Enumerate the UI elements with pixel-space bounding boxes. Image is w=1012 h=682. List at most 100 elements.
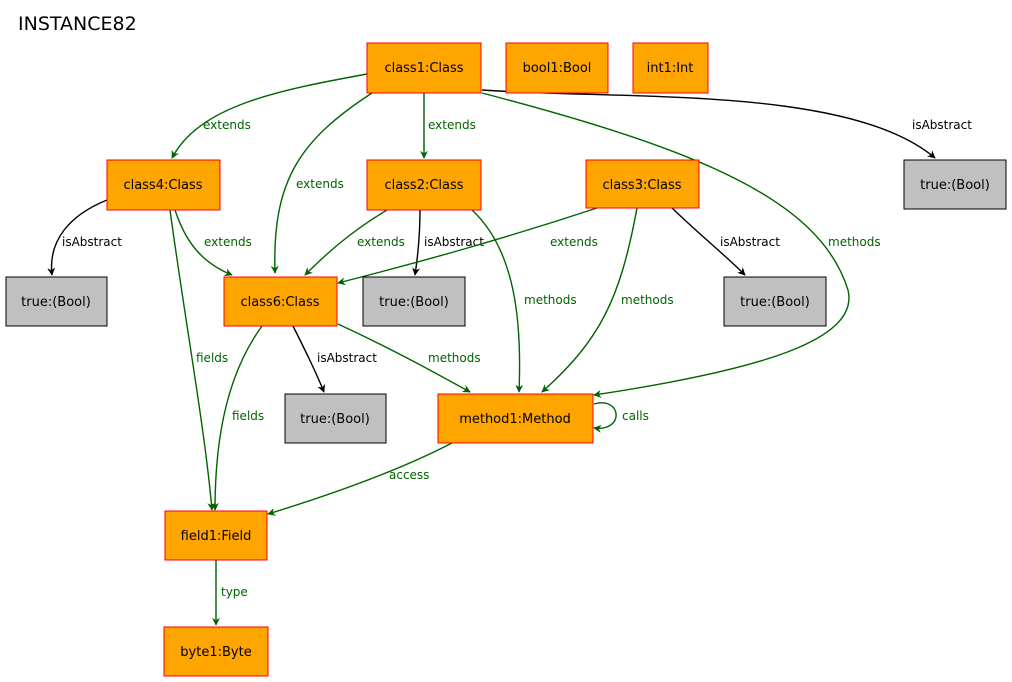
node-box [5, 276, 108, 327]
node-label: field1:Field [181, 529, 252, 544]
node-label: method1:Method [459, 412, 571, 427]
node-label: true:(Bool) [379, 295, 449, 310]
edge-class1-class6[interactable]: extends [270, 92, 373, 274]
edge-line [541, 207, 638, 393]
node-box [723, 276, 827, 327]
node-bool1[interactable]: bool1:Bool [505, 42, 609, 94]
nodes: class1:Class bool1:Bool int1:Int class4:… [5, 42, 1007, 677]
edge-line [169, 209, 216, 511]
node-box [437, 393, 594, 444]
node-box [505, 42, 609, 94]
edge-line [481, 92, 850, 398]
node-label: true:(Bool) [300, 412, 370, 427]
edge-label-isabstract: isAbstract [912, 118, 972, 132]
node-class2[interactable]: class2:Class [366, 159, 482, 211]
edges: extends extends extends isAbstract metho… [47, 73, 972, 626]
node-box [163, 626, 269, 677]
edge-class3-method1[interactable]: methods [541, 207, 674, 393]
node-box [284, 393, 387, 444]
node-class1[interactable]: class1:Class [366, 42, 482, 94]
edge-label-access: access [389, 468, 429, 482]
node-label: byte1:Byte [180, 645, 251, 660]
edge-class4-true-bool[interactable]: isAbstract [47, 199, 123, 276]
edge-label-calls: calls [622, 409, 649, 423]
node-label: true:(Bool) [21, 295, 91, 310]
edge-line [671, 207, 746, 276]
edge-line [593, 402, 617, 433]
node-box [223, 276, 338, 327]
edge-label-extends: extends [203, 118, 251, 132]
edge-line [174, 209, 233, 276]
edge-class1-true-bool[interactable]: isAbstract [481, 89, 972, 159]
edge-line [270, 92, 373, 274]
edge-label-extends: extends [428, 118, 476, 132]
edge-label-fields: fields [196, 351, 228, 365]
edge-class3-class6[interactable]: extends [337, 207, 598, 286]
edge-line [471, 209, 524, 393]
node-method1[interactable]: method1:Method [437, 393, 594, 444]
edge-field1-byte1[interactable]: type [212, 560, 248, 626]
edge-class3-true-bool[interactable]: isAbstract [671, 207, 780, 276]
edge-line [337, 207, 598, 286]
node-label: int1:Int [647, 61, 694, 76]
edge-class2-class6[interactable]: extends [304, 209, 405, 276]
edge-label-isabstract: isAbstract [317, 351, 377, 365]
node-box [585, 159, 700, 209]
edge-label-extends: extends [550, 235, 598, 249]
edge-line [304, 209, 388, 276]
node-true-bool-c[interactable]: true:(Bool) [362, 276, 466, 327]
node-label: class4:Class [123, 178, 202, 193]
node-label: bool1:Bool [523, 61, 592, 76]
node-class3[interactable]: class3:Class [585, 159, 700, 209]
edge-class6-method1[interactable]: methods [337, 323, 481, 393]
node-label: class1:Class [384, 61, 463, 76]
edge-class1-method1[interactable]: methods [481, 92, 881, 398]
edge-class2-true-bool[interactable]: isAbstract [412, 209, 484, 276]
edge-class6-field1[interactable]: fields [211, 325, 264, 511]
edge-line [267, 442, 453, 516]
node-true-bool-d[interactable]: true:(Bool) [723, 276, 827, 327]
edge-line [47, 199, 108, 276]
edge-line [292, 325, 325, 393]
edge-class4-field1[interactable]: fields [169, 209, 228, 511]
edge-label-extends: extends [204, 235, 252, 249]
node-label: class6:Class [240, 295, 319, 310]
node-true-bool-a[interactable]: true:(Bool) [903, 159, 1007, 210]
node-box [164, 510, 268, 561]
node-true-bool-e[interactable]: true:(Bool) [284, 393, 387, 444]
edge-method1-self[interactable]: calls [593, 402, 649, 433]
edge-label-fields: fields [232, 409, 264, 423]
node-box [903, 159, 1007, 210]
edge-label-extends: extends [357, 235, 405, 249]
node-box [366, 42, 482, 94]
node-field1[interactable]: field1:Field [164, 510, 268, 561]
node-class6[interactable]: class6:Class [223, 276, 338, 327]
node-box [632, 42, 709, 94]
edge-class6-true-bool[interactable]: isAbstract [292, 325, 377, 393]
node-int1[interactable]: int1:Int [632, 42, 709, 94]
edge-class1-class4[interactable]: extends [171, 73, 368, 159]
edge-label-type: type [221, 585, 248, 599]
edge-line [412, 209, 421, 276]
edge-class2-method1[interactable]: methods [471, 209, 577, 393]
diagram-title: INSTANCE82 [18, 13, 137, 35]
edge-label-isabstract: isAbstract [720, 235, 780, 249]
edge-class4-class6[interactable]: extends [174, 209, 252, 276]
edge-line [337, 323, 471, 393]
node-label: class3:Class [602, 178, 681, 193]
edge-class1-class2[interactable]: extends [420, 93, 476, 159]
edge-label-extends: extends [296, 177, 344, 191]
node-box [366, 159, 482, 211]
node-class4[interactable]: class4:Class [106, 159, 221, 211]
node-box [106, 159, 221, 211]
edge-line [171, 73, 368, 159]
node-label: class2:Class [384, 178, 463, 193]
node-true-bool-b[interactable]: true:(Bool) [5, 276, 108, 327]
edge-label-isabstract: isAbstract [62, 235, 122, 249]
node-byte1[interactable]: byte1:Byte [163, 626, 269, 677]
node-box [362, 276, 466, 327]
edge-method1-field1[interactable]: access [267, 442, 453, 516]
edge-label-methods: methods [524, 293, 577, 307]
edge-label-methods: methods [828, 235, 881, 249]
